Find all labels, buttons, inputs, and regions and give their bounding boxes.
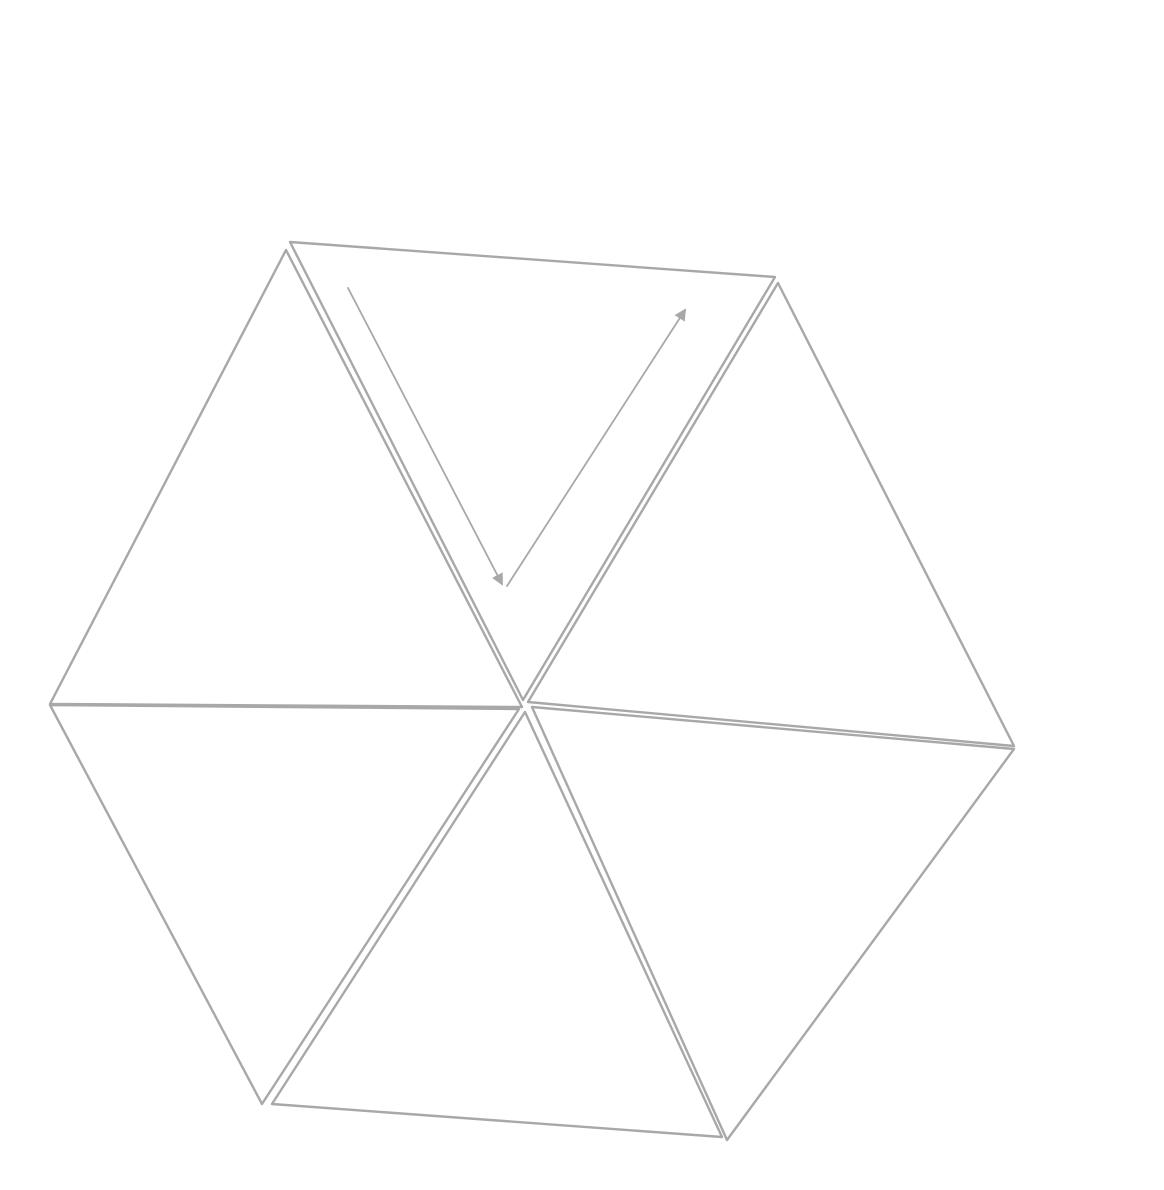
top-right-triangle	[526, 281, 1016, 748]
bottom-triangle	[270, 710, 724, 1139]
top-triangle	[288, 240, 777, 702]
triangles-group	[48, 240, 1016, 1142]
up-arrow	[506, 308, 687, 587]
bottom-right-triangle	[530, 705, 1016, 1142]
top-left-triangle	[48, 248, 524, 709]
bottom-left-triangle	[48, 703, 521, 1106]
down-arrow	[347, 287, 503, 586]
arrows-group	[347, 287, 687, 587]
